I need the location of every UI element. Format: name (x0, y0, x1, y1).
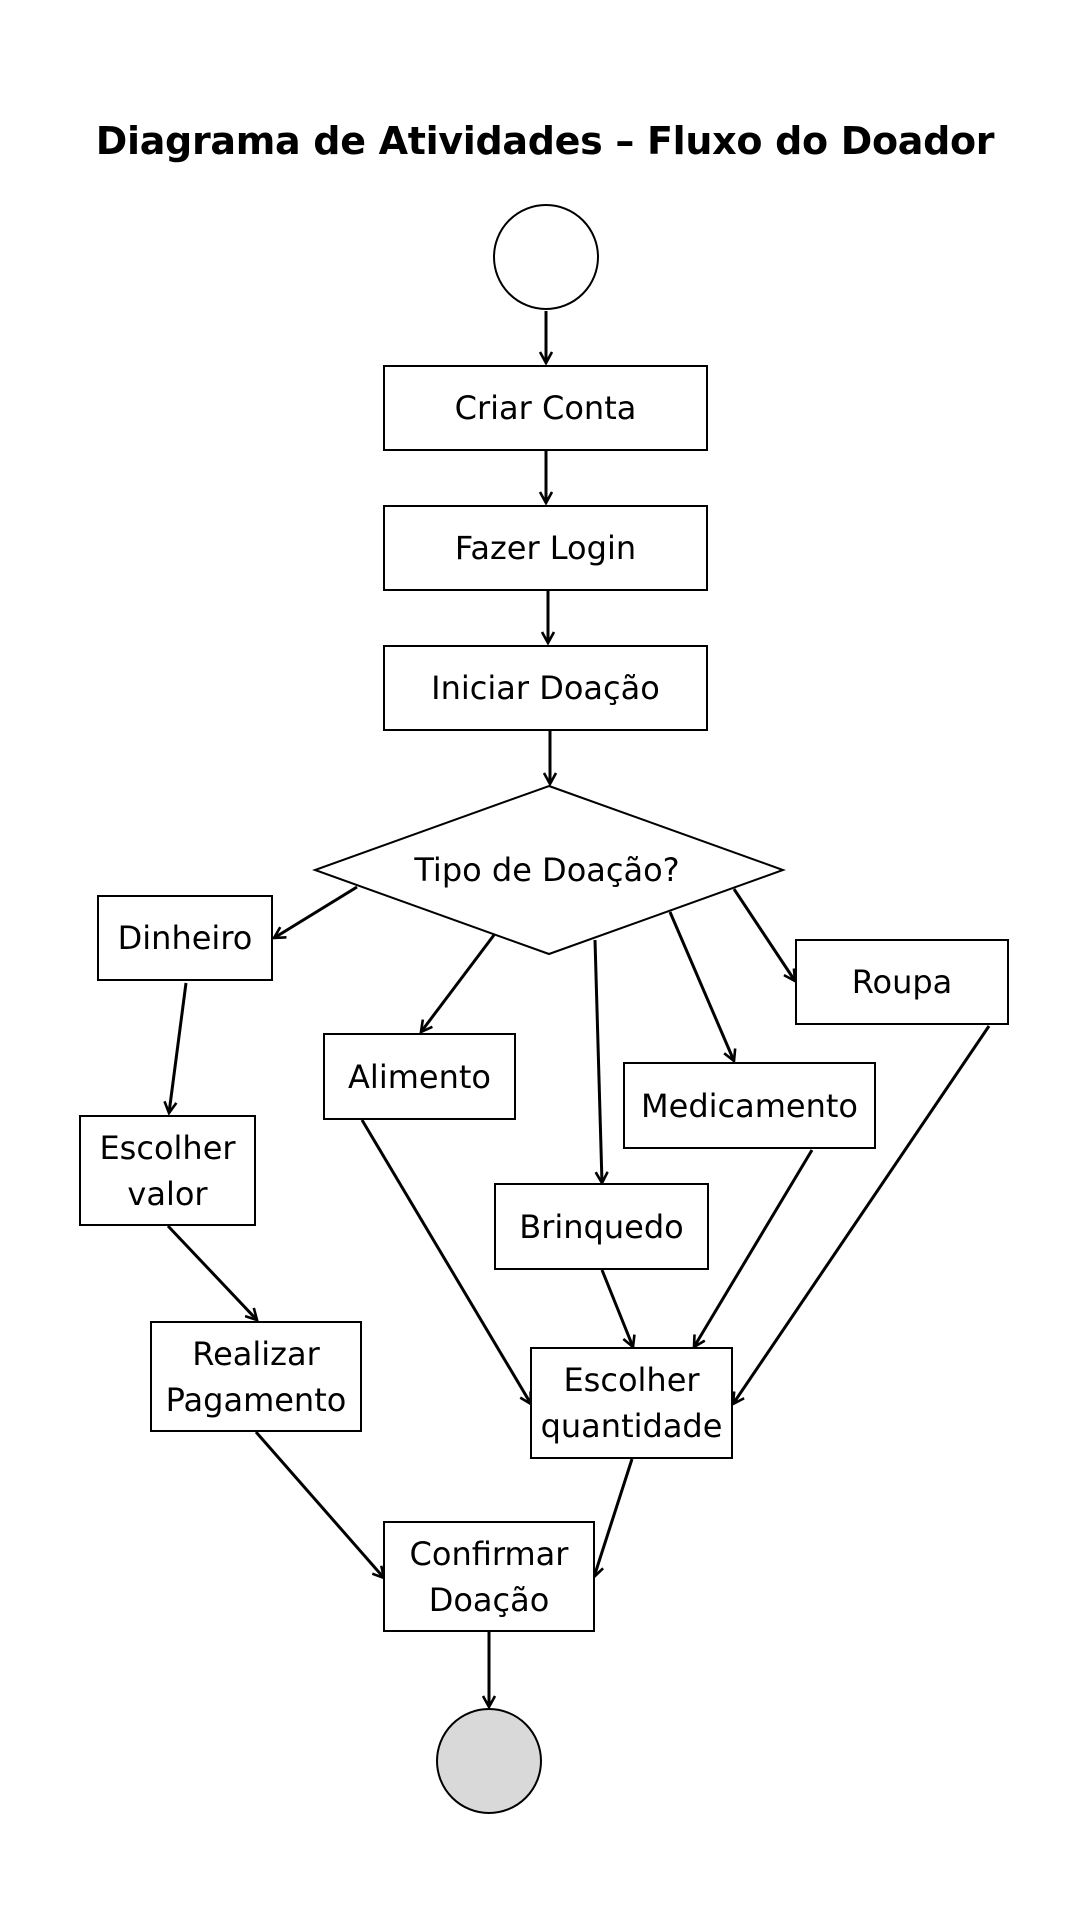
arrow-tipo-to-brinquedo (593, 939, 602, 1183)
criar-conta-activity: Criar Conta (383, 365, 708, 451)
arrow-alimento-to-quantidade (360, 1119, 531, 1404)
escolher-valor-activity: Escolher valor (79, 1115, 256, 1226)
roupa-activity: Roupa (795, 939, 1009, 1025)
medicamento-activity: Medicamento (623, 1062, 876, 1149)
iniciar-doacao-activity: Iniciar Doação (383, 645, 708, 731)
arrow-tipo-to-dinheiro (274, 885, 358, 938)
diagram-title: Diagrama de Atividades – Fluxo do Doador (95, 119, 995, 163)
fazer-login-activity: Fazer Login (383, 505, 708, 591)
escolher-quantidade-activity: Escolher quantidade (530, 1347, 733, 1459)
tipo-doacao-decision-label: Tipo de Doação? (414, 851, 680, 889)
arrow-dinheiro-to-escolher-valor (169, 982, 188, 1113)
brinquedo-activity: Brinquedo (494, 1183, 709, 1270)
arrow-roupa-to-quantidade (733, 1025, 991, 1404)
arrow-tipo-to-alimento (421, 934, 496, 1032)
arrow-tipo-to-roupa (732, 888, 795, 981)
confirmar-doacao-activity: Confirmar Doação (383, 1521, 595, 1632)
arrow-brinquedo-to-quantidade (600, 1269, 633, 1347)
arrow-tipo-to-medicamento (668, 911, 734, 1061)
dinheiro-activity: Dinheiro (97, 895, 273, 981)
arrow-medicamento-to-quantidade (694, 1149, 814, 1347)
alimento-activity: Alimento (323, 1033, 516, 1120)
arrow-quantidade-to-confirmar (594, 1458, 634, 1577)
decision-diamond (312, 784, 786, 956)
arrow-pagamento-to-confirmar (254, 1431, 384, 1578)
end-node (436, 1708, 542, 1814)
realizar-pagamento-activity: Realizar Pagamento (150, 1321, 362, 1432)
start-node (493, 204, 599, 310)
arrow-escolher-valor-to-pagamento (166, 1224, 257, 1320)
